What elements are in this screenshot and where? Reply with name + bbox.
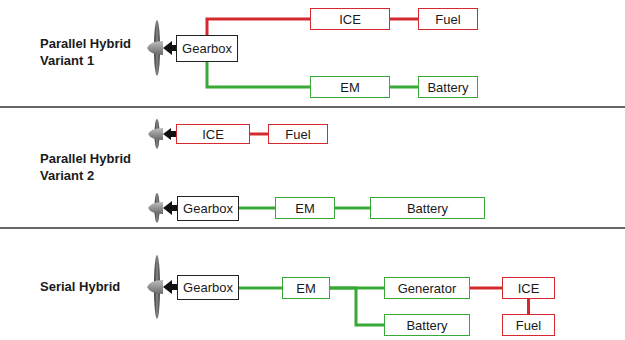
section-label: Serial Hybrid	[40, 279, 145, 296]
propeller	[147, 255, 179, 319]
power-line	[239, 287, 282, 290]
power-line	[250, 133, 268, 136]
component-label: ICE	[518, 282, 540, 295]
power-line	[207, 62, 310, 87]
power-line	[470, 287, 502, 290]
component-label: Gearbox	[183, 281, 233, 294]
motor-box: EM	[275, 197, 335, 219]
power-line	[390, 18, 418, 21]
engine-box: ICE	[502, 277, 555, 299]
fuel-box: Fuel	[418, 8, 478, 30]
engine-box: ICE	[176, 124, 250, 144]
section-divider	[0, 106, 625, 108]
component-label: Battery	[406, 319, 447, 332]
section-divider	[0, 227, 625, 229]
engine-box: ICE	[310, 8, 390, 30]
gearbox-box: Gearbox	[176, 35, 238, 62]
gearbox-box: Gearbox	[177, 275, 239, 300]
section-label: Parallel Hybrid Variant 1	[40, 36, 145, 70]
propeller	[148, 119, 176, 149]
power-line	[239, 207, 275, 210]
battery-box: Battery	[370, 197, 485, 219]
motor-box: EM	[310, 76, 390, 98]
fuel-box: Fuel	[268, 124, 328, 144]
battery-box: Battery	[418, 76, 478, 98]
component-label: EM	[295, 202, 315, 215]
motor-box: EM	[282, 277, 330, 299]
power-line	[335, 207, 370, 210]
power-line	[207, 19, 310, 35]
propeller	[148, 193, 179, 223]
propeller	[147, 20, 179, 76]
component-label: ICE	[339, 13, 361, 26]
power-line	[527, 299, 530, 314]
component-label: Battery	[407, 202, 448, 215]
battery-box: Battery	[384, 314, 470, 336]
component-label: EM	[296, 282, 316, 295]
component-label: EM	[340, 81, 360, 94]
component-label: Generator	[398, 282, 457, 295]
gearbox-box: Gearbox	[177, 196, 239, 221]
power-line	[390, 86, 418, 89]
component-label: Fuel	[285, 128, 310, 141]
component-label: ICE	[202, 128, 224, 141]
generator-box: Generator	[384, 277, 470, 299]
component-label: Fuel	[435, 13, 460, 26]
power-line	[330, 288, 384, 325]
component-label: Battery	[427, 81, 468, 94]
fuel-box: Fuel	[502, 314, 555, 336]
component-label: Fuel	[516, 319, 541, 332]
component-label: Gearbox	[183, 202, 233, 215]
component-label: Gearbox	[182, 42, 232, 55]
section-label: Parallel Hybrid Variant 2	[40, 151, 145, 185]
